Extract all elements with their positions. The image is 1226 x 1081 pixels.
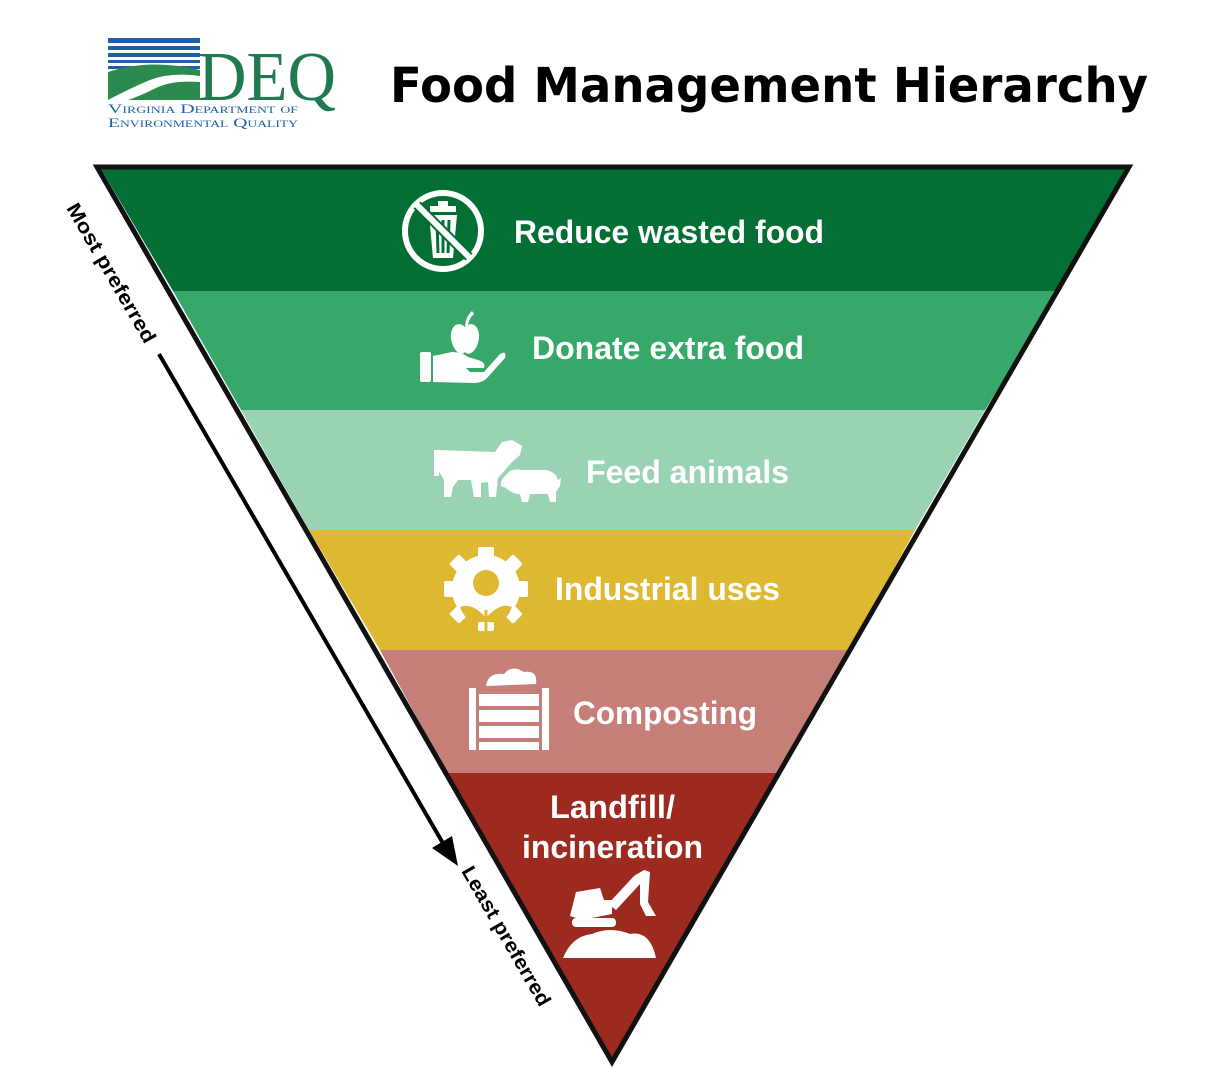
excavator-icon (563, 870, 656, 958)
tier-label-donate: Donate extra food (532, 330, 804, 366)
logo-acronym: DEQ (198, 39, 336, 116)
tier-label-reduce: Reduce wasted food (514, 214, 824, 250)
cow-pig-icon (434, 440, 561, 502)
preference-arrow-line (157, 352, 446, 847)
tier-band-feed (241, 410, 985, 530)
hand-apple-icon (420, 311, 506, 383)
page-title: Food Management Hierarchy (390, 58, 1148, 114)
no-trash-icon (402, 190, 484, 272)
gear-sprout-icon (444, 547, 528, 632)
tier-band-landfill (447, 773, 777, 1058)
tier-label-landfill-line1: Landfill/ (550, 789, 675, 825)
deq-logo: DEQ Virginia Department of Environmental… (108, 38, 336, 130)
tier-band-reduce (101, 169, 1125, 291)
tier-band-donate (173, 291, 1058, 410)
river-emblem-icon (108, 38, 200, 100)
compost-bin-icon (469, 668, 549, 750)
tier-label-feed: Feed animals (586, 454, 789, 490)
tier-label-landfill-line2: incineration (522, 829, 703, 865)
logo-line2: Environmental Quality (108, 115, 299, 130)
tier-label-industrial: Industrial uses (555, 571, 780, 607)
logo-line1: Virginia Department of (108, 101, 298, 116)
tier-label-composting: Composting (573, 695, 757, 731)
preference-arrow-head-icon (432, 836, 458, 866)
pyramid-outline (92, 164, 1134, 1068)
